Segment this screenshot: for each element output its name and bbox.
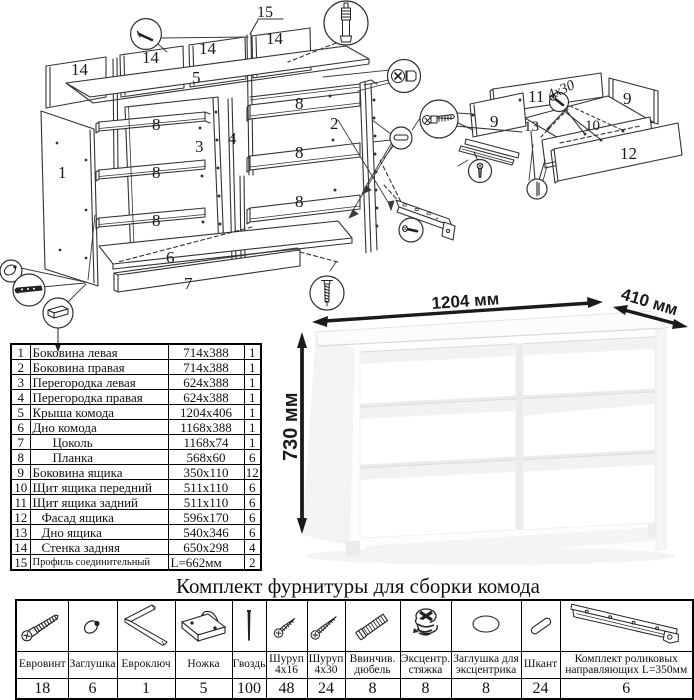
svg-text:14: 14 <box>142 48 160 67</box>
svg-text:8: 8 <box>152 163 161 182</box>
svg-text:1204 мм: 1204 мм <box>431 289 500 313</box>
svg-text:12: 12 <box>620 144 637 163</box>
svg-text:11: 11 <box>528 87 544 106</box>
svg-text:9: 9 <box>623 89 632 108</box>
svg-text:7: 7 <box>184 274 193 293</box>
svg-text:5: 5 <box>192 68 201 87</box>
svg-text:14: 14 <box>199 39 217 58</box>
svg-text:13: 13 <box>524 119 539 135</box>
svg-text:1: 1 <box>58 163 67 182</box>
svg-text:8: 8 <box>152 115 161 134</box>
svg-text:8: 8 <box>152 211 161 230</box>
svg-text:15: 15 <box>257 4 273 21</box>
svg-text:14: 14 <box>71 60 89 79</box>
svg-text:2: 2 <box>330 114 339 133</box>
svg-text:8: 8 <box>295 94 304 113</box>
svg-text:9: 9 <box>490 112 499 131</box>
svg-text:730 мм: 730 мм <box>280 392 302 461</box>
svg-text:6: 6 <box>166 248 175 267</box>
svg-text:8: 8 <box>295 192 304 211</box>
svg-text:14: 14 <box>266 29 284 48</box>
svg-text:8: 8 <box>295 143 304 162</box>
svg-text:4: 4 <box>228 129 237 148</box>
svg-text:10: 10 <box>585 118 600 134</box>
svg-text:3: 3 <box>195 137 204 156</box>
